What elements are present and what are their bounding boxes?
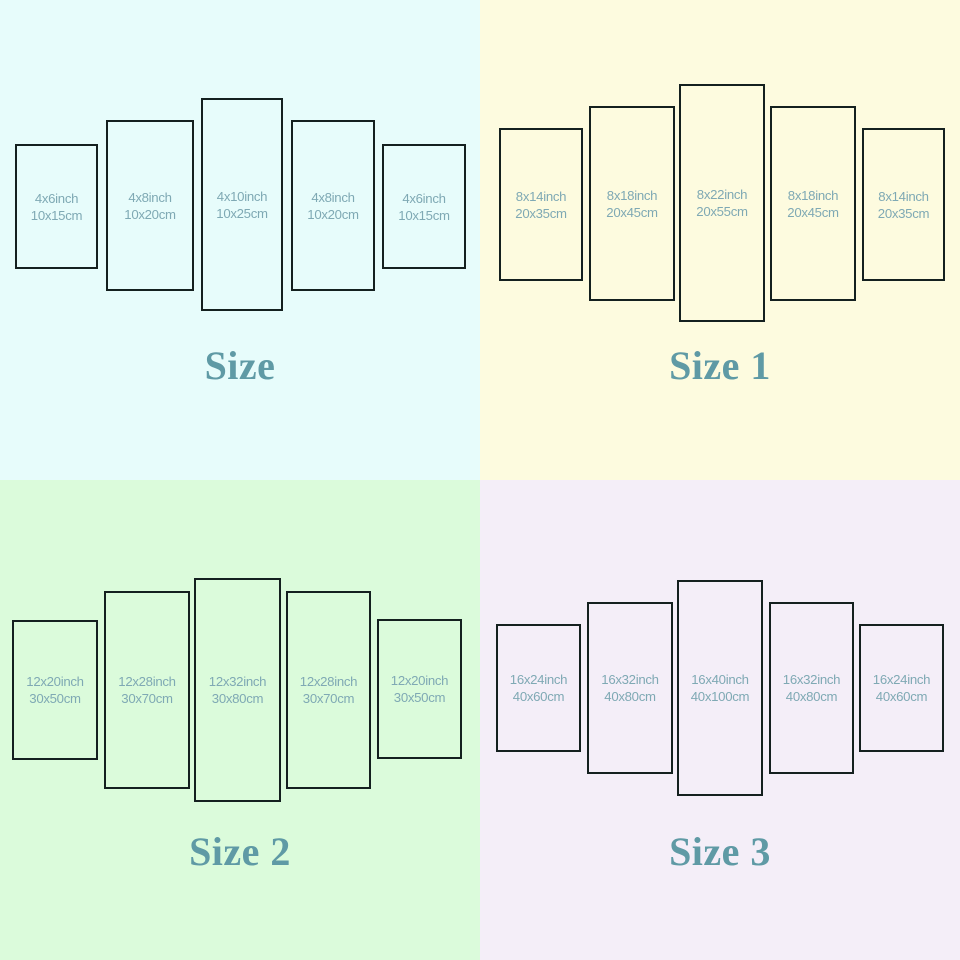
size-panel[interactable]: 16x32inch 40x80cm — [769, 602, 854, 774]
panel-size-cm: 20x45cm — [787, 204, 839, 220]
panel-size-label: 12x28inch 30x70cm — [118, 673, 176, 707]
panel-size-label: 16x40inch 40x100cm — [690, 671, 750, 705]
panel-group-bottom-left: 12x20inch 30x50cm 12x28inch 30x70cm 12x32inc… — [0, 480, 480, 960]
panel-size-label: 16x24inch 40x60cm — [872, 671, 931, 705]
panel-size-cm: 20x55cm — [696, 204, 748, 219]
panel-size-inch: 12x32inch — [208, 674, 267, 689]
panel-size-cm: 10x20cm — [307, 206, 359, 222]
panel-size-cm: 10x15cm — [30, 207, 83, 223]
panel-size-inch: 4x8inch — [311, 189, 355, 205]
panel-size-inch: 16x24inch — [872, 672, 931, 687]
size-panel[interactable]: 12x28inch 30x70cm — [286, 591, 371, 789]
panel-size-cm: 40x100cm — [690, 689, 750, 704]
panel-size-cm: 30x50cm — [29, 691, 81, 706]
panel-size-inch: 8x18inch — [787, 187, 839, 203]
panel-size-cm: 30x50cm — [393, 690, 446, 705]
panel-size-inch: 4x6inch — [34, 190, 79, 206]
quadrant-title-bottom-right: Size 3 — [669, 829, 771, 874]
size-panel[interactable]: 12x20inch 30x50cm — [377, 619, 462, 759]
size-panel[interactable]: 12x32inch 30x80cm — [194, 578, 281, 802]
panel-size-inch: 8x18inch — [606, 187, 658, 203]
panel-size-cm: 30x70cm — [302, 691, 355, 706]
panel-size-label: 12x28inch 30x70cm — [299, 673, 358, 707]
quadrant-title-bottom-left: Size 2 — [189, 829, 291, 874]
panel-size-inch: 8x14inch — [515, 188, 567, 204]
size-panel[interactable]: 16x24inch 40x60cm — [496, 624, 581, 752]
panel-size-cm: 40x80cm — [785, 689, 838, 704]
panel-size-cm: 10x20cm — [124, 206, 176, 222]
panel-size-cm: 20x35cm — [877, 205, 930, 221]
panel-size-inch: 16x32inch — [601, 672, 659, 687]
panel-size-cm: 40x80cm — [604, 689, 656, 704]
panel-size-inch: 12x20inch — [26, 674, 84, 689]
panel-size-inch: 12x28inch — [299, 674, 358, 689]
quadrant-bottom-left: 12x20inch 30x50cm 12x28inch 30x70cm 12x32inc… — [0, 480, 480, 960]
panel-size-inch: 4x6inch — [402, 190, 446, 206]
quadrant-title-top-right: Size 1 — [669, 343, 771, 388]
panel-size-label: 12x20inch 30x50cm — [390, 672, 449, 706]
panel-size-cm: 20x35cm — [515, 205, 567, 221]
panel-size-cm: 40x60cm — [875, 689, 928, 704]
panel-size-label: 12x20inch 30x50cm — [26, 673, 84, 707]
panel-size-inch: 16x24inch — [509, 672, 568, 687]
panel-size-cm: 20x45cm — [606, 204, 658, 220]
panel-size-cm: 40x60cm — [512, 689, 565, 704]
panel-size-cm: 30x80cm — [211, 691, 264, 706]
panel-size-label: 16x24inch 40x60cm — [509, 671, 568, 705]
panel-size-inch: 8x22inch — [696, 187, 748, 202]
panel-size-inch: 4x8inch — [128, 189, 172, 205]
size-panel[interactable]: 16x24inch 40x60cm — [859, 624, 944, 752]
panel-size-inch: 16x40inch — [691, 672, 749, 687]
size-panel[interactable]: 12x28inch 30x70cm — [104, 591, 190, 789]
size-panel[interactable]: 16x40inch 40x100cm — [677, 580, 763, 796]
quadrant-title-top-left: Size — [204, 343, 276, 388]
panel-size-inch: 8x14inch — [878, 188, 929, 204]
panel-size-cm: 30x70cm — [121, 691, 173, 706]
quadrant-bottom-right: 16x24inch 40x60cm 16x32inch 40x80cm 16x40inc… — [480, 480, 960, 960]
panel-size-inch: 16x32inch — [782, 672, 841, 687]
size-panel[interactable]: 8x22inch 20x55cm — [679, 84, 765, 322]
panel-size-label: 16x32inch 40x80cm — [782, 671, 841, 705]
panel-size-inch: 4x10inch — [216, 188, 268, 204]
size-panel[interactable]: 12x20inch 30x50cm — [12, 620, 98, 760]
panel-group-bottom-right: 16x24inch 40x60cm 16x32inch 40x80cm 16x40inc… — [480, 480, 960, 960]
panel-size-label: 12x32inch 30x80cm — [208, 673, 267, 707]
panel-size-inch: 12x20inch — [390, 673, 449, 688]
size-panel[interactable]: 16x32inch 40x80cm — [587, 602, 673, 774]
panel-size-label: 16x32inch 40x80cm — [601, 671, 659, 705]
panel-size-label: 8x22inch 20x55cm — [696, 186, 748, 220]
panel-size-inch: 12x28inch — [118, 674, 176, 689]
panel-size-cm: 10x15cm — [398, 207, 450, 223]
panel-size-cm: 10x25cm — [216, 205, 268, 221]
